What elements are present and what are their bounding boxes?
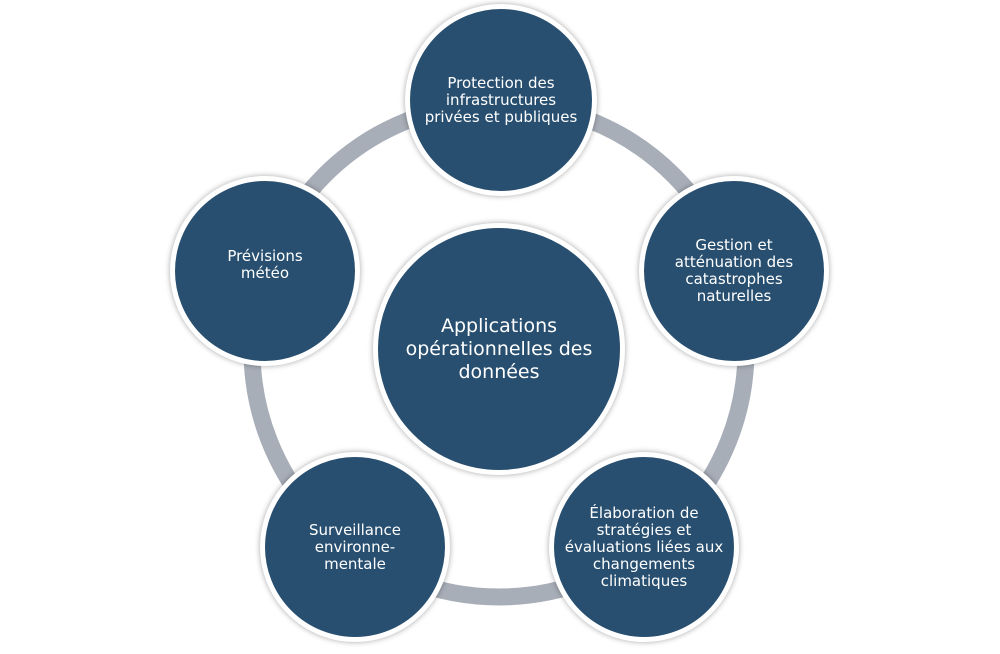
node-disaster-management: Gestion et atténuation des catastrophes … (639, 176, 829, 366)
node-label: Élaboration de stratégies et évaluations… (564, 503, 724, 590)
center-label: Applications opérationnelles des données (405, 314, 593, 383)
node-label: Surveillance environne-mentale (309, 520, 401, 573)
node-environmental-monitoring: Surveillance environne-mentale (260, 452, 450, 642)
node-climate-strategies: Élaboration de stratégies et évaluations… (549, 452, 739, 642)
center-node: Applications opérationnelles des données (373, 223, 625, 475)
node-label: Prévisions météo (227, 247, 303, 282)
node-infrastructure-protection: Protection des infrastructures privées e… (405, 4, 597, 196)
node-label: Protection des infrastructures privées e… (424, 73, 578, 126)
node-label: Gestion et atténuation des catastrophes … (674, 236, 794, 305)
node-weather-forecasts: Prévisions météo (170, 176, 360, 366)
